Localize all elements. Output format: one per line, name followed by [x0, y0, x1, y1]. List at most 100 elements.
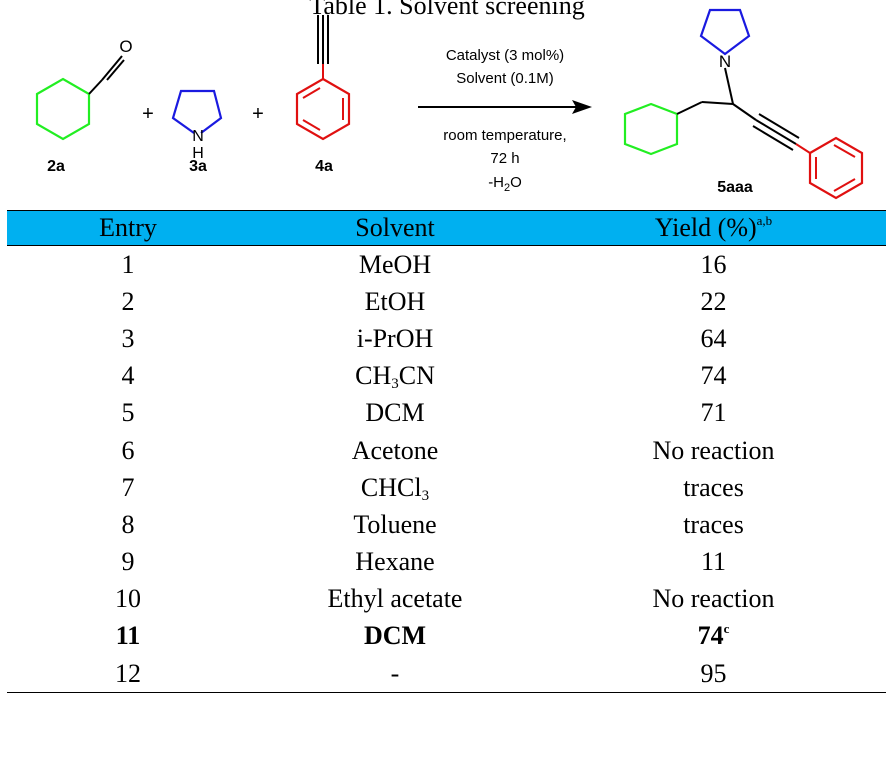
cell-yield: 95 — [541, 655, 886, 694]
cell-entry: 4 — [121, 361, 135, 391]
cell-entry: 8 — [121, 509, 135, 539]
cell-entry: 7 — [121, 472, 135, 502]
yield-text: 16 — [700, 249, 727, 279]
table-row: 1 MeOH 16 — [7, 246, 886, 284]
header-yield-footnote: a,b — [756, 213, 773, 228]
cell-solvent: Ethyl acetate — [249, 581, 541, 618]
cell-solvent: Toluene — [249, 506, 541, 543]
solvent-text: DCM — [365, 398, 425, 428]
cell-entry: 9 — [121, 547, 135, 577]
cell-entry: 11 — [115, 621, 141, 651]
header-yield-label: Yield (%) — [654, 213, 757, 242]
compound-label-2a: 2a — [47, 158, 65, 175]
cell-solvent: - — [249, 655, 541, 694]
solvent-text: CH — [355, 361, 392, 391]
cell-solvent: DCM — [249, 395, 541, 432]
table-row: 4 CH3CN 74 — [7, 358, 886, 395]
yield-text: 64 — [700, 323, 727, 353]
compound-label-5aaa: 5aaa — [717, 179, 753, 196]
cell-yield: traces — [541, 469, 886, 506]
table-row: 5 DCM 71 — [7, 395, 886, 432]
water-loss-suffix: O — [510, 174, 522, 191]
solvent-text: CHCl — [360, 472, 422, 502]
cell-entry: 10 — [115, 584, 141, 614]
table-row: 10 Ethyl acetate No reaction — [7, 581, 886, 618]
condition-temperature: room temperature, — [443, 127, 566, 144]
compound-5aaa-structure: N — [623, 8, 864, 200]
solvent-text: Toluene — [353, 509, 437, 539]
yield-text: traces — [683, 509, 744, 539]
cell-yield: No reaction — [541, 432, 886, 469]
table-caption: Table 1. Solvent screening — [309, 0, 584, 20]
table-header-row: Entry Solvent Yield (%)a,b — [7, 210, 886, 246]
yield-text: No reaction — [652, 584, 775, 614]
yield-text: 74 — [697, 621, 724, 651]
cell-entry: 1 — [121, 249, 135, 279]
reaction-arrow — [418, 100, 592, 114]
condition-catalyst: Catalyst (3 mol%) — [446, 47, 564, 64]
oxygen-atom-label: O — [119, 37, 132, 56]
header-solvent: Solvent — [249, 210, 541, 246]
compound-3a-structure: N H — [171, 89, 223, 162]
header-yield: Yield (%)a,b — [541, 210, 886, 246]
cell-solvent: CH3CN — [249, 358, 541, 395]
cell-solvent: CHCl3 — [249, 469, 541, 506]
reaction-scheme: Table 1. Solvent screening O 2a + N H 3a… — [35, 0, 864, 200]
yield-text: 11 — [700, 547, 727, 577]
water-loss-subscript: 2 — [504, 182, 510, 194]
cell-yield: 64 — [541, 320, 886, 357]
yield-text: traces — [683, 472, 744, 502]
header-entry: Entry — [7, 210, 249, 246]
yield-text: 22 — [700, 286, 727, 316]
water-loss-prefix: -H — [488, 174, 504, 191]
cell-solvent: Acetone — [249, 432, 541, 469]
table-row: 8 Toluene traces — [7, 506, 886, 543]
cell-entry: 3 — [121, 323, 135, 353]
cell-yield: 74 — [541, 358, 886, 395]
yield-text: No reaction — [652, 435, 775, 465]
cell-yield: 71 — [541, 395, 886, 432]
solvent-text: Hexane — [355, 547, 435, 577]
plus-sign-2: + — [252, 103, 264, 125]
compound-2a-structure: O — [35, 37, 133, 141]
condition-time: 72 h — [490, 150, 519, 167]
condition-solvent: Solvent (0.1M) — [456, 70, 554, 87]
yield-text: 71 — [700, 398, 727, 428]
hydrogen-atom-label: H — [192, 145, 204, 162]
solvent-text: Acetone — [351, 435, 439, 465]
cell-yield: 16 — [541, 246, 886, 284]
plus-sign-1: + — [142, 103, 154, 125]
solvent-subscript: 3 — [421, 487, 430, 504]
cell-solvent: DCM — [249, 618, 541, 655]
solvent-text: Ethyl acetate — [327, 584, 463, 614]
condition-water-loss: -H2O — [488, 174, 522, 194]
nitrogen-atom-label: N — [192, 128, 204, 145]
yield-text: 74 — [700, 361, 727, 391]
solvent-text: - — [390, 658, 400, 688]
yield-footnote: c — [723, 621, 730, 637]
solvent-text-tail: CN — [398, 361, 435, 391]
table-row: 12-95 — [7, 655, 886, 694]
yield-text: 95 — [700, 658, 727, 688]
compound-label-4a: 4a — [315, 158, 333, 175]
cell-solvent: EtOH — [249, 283, 541, 320]
cell-solvent: i-PrOH — [249, 320, 541, 357]
product-nitrogen-label: N — [719, 52, 731, 71]
cell-yield: No reaction — [541, 581, 886, 618]
compound-label-3a: 3a — [189, 158, 207, 175]
table-row: 7 CHCl3 traces — [7, 469, 886, 506]
solvent-text: i-PrOH — [356, 323, 434, 353]
cell-solvent: Hexane — [249, 544, 541, 581]
cell-entry: 5 — [121, 398, 135, 428]
cell-solvent: MeOH — [249, 246, 541, 284]
solvent-text: DCM — [363, 621, 427, 651]
cell-yield: traces — [541, 506, 886, 543]
solvent-text: MeOH — [358, 249, 432, 279]
table-row: 9 Hexane 11 — [7, 544, 886, 581]
table-row: 11 DCM 74c — [7, 618, 886, 655]
cell-yield: 22 — [541, 283, 886, 320]
